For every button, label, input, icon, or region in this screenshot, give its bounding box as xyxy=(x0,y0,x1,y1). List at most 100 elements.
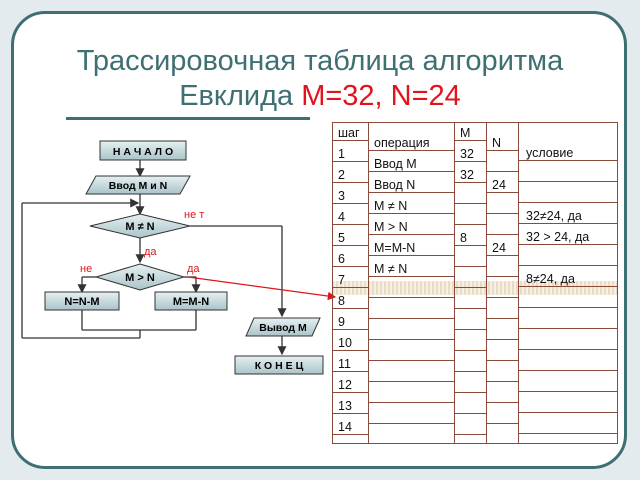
row-divider xyxy=(332,287,368,288)
row-divider xyxy=(486,150,518,151)
row-divider xyxy=(454,266,486,267)
row-divider xyxy=(518,370,618,371)
row-divider xyxy=(454,161,486,162)
row-divider xyxy=(454,371,486,372)
row-divider xyxy=(454,224,486,225)
column-header: операция xyxy=(374,136,430,150)
assign-m-label: M=M-N xyxy=(173,296,209,308)
row-divider xyxy=(518,223,618,224)
table-cell: 32 xyxy=(460,147,474,161)
row-divider xyxy=(486,171,518,172)
output-label: Вывод M xyxy=(259,322,307,334)
row-divider xyxy=(368,150,454,151)
row-divider xyxy=(332,413,368,414)
row-divider xyxy=(486,234,518,235)
row-divider xyxy=(368,402,454,403)
row-divider xyxy=(368,192,454,193)
row-divider xyxy=(454,308,486,309)
table-cell: M ≠ N xyxy=(374,199,408,213)
table-cell: 8 xyxy=(460,231,467,245)
row-divider xyxy=(518,307,618,308)
row-divider xyxy=(486,381,518,382)
table-cell: 14 xyxy=(338,420,352,434)
column-header: условие xyxy=(526,146,574,160)
table-cell: 8 xyxy=(338,294,345,308)
column-header: шаг xyxy=(338,126,360,140)
table-cell: Ввод N xyxy=(374,178,416,192)
trace-pointer-arrow xyxy=(187,276,337,301)
row-divider xyxy=(332,371,368,372)
table-cell: 8≠24, да xyxy=(526,272,575,286)
row-divider xyxy=(332,392,368,393)
assign-m-block xyxy=(154,291,228,311)
slide-title: Трассировочная таблица алгоритма Евклида… xyxy=(76,45,564,112)
table-cell: 13 xyxy=(338,399,352,413)
table-cell: 7 xyxy=(338,273,345,287)
table-cell: 32≠24, да xyxy=(526,209,582,223)
input-label: Ввод M и N xyxy=(109,180,167,192)
row-divider xyxy=(332,329,368,330)
row-divider xyxy=(486,423,518,424)
row-divider xyxy=(332,161,368,162)
table-cell: 4 xyxy=(338,210,345,224)
highlighted-row xyxy=(332,281,618,295)
table-cell: M > N xyxy=(374,220,408,234)
table-border xyxy=(332,443,618,444)
row-divider xyxy=(454,287,486,288)
row-divider xyxy=(518,328,618,329)
condition-m-gt-n xyxy=(94,263,186,291)
row-divider xyxy=(486,255,518,256)
end-block xyxy=(234,355,324,375)
table-cell: 11 xyxy=(338,357,351,371)
row-divider xyxy=(486,402,518,403)
start-block xyxy=(99,140,187,161)
column-header: N xyxy=(492,136,502,150)
table-cell: 10 xyxy=(338,336,352,350)
column-divider xyxy=(368,122,369,444)
assign-n-block xyxy=(44,291,120,311)
row-divider xyxy=(486,213,518,214)
flow-connectors xyxy=(21,160,287,356)
table-cell: 32 > 24, да xyxy=(526,230,590,244)
row-divider xyxy=(332,245,368,246)
row-divider xyxy=(368,297,454,298)
row-divider xyxy=(368,318,454,319)
row-divider xyxy=(486,192,518,193)
row-divider xyxy=(332,182,368,183)
table-cell: 6 xyxy=(338,252,345,266)
row-divider xyxy=(332,266,368,267)
table-cell: 9 xyxy=(338,315,345,329)
row-divider xyxy=(368,171,454,172)
condition-m-ne-n xyxy=(89,213,191,239)
row-divider xyxy=(454,413,486,414)
row-divider xyxy=(368,276,454,277)
row-divider xyxy=(486,318,518,319)
table-cell: M=M-N xyxy=(374,241,416,255)
column-divider xyxy=(486,122,487,444)
row-divider xyxy=(486,339,518,340)
row-divider xyxy=(518,412,618,413)
column-divider xyxy=(518,122,519,444)
row-divider xyxy=(332,203,368,204)
row-divider xyxy=(454,203,486,204)
input-block xyxy=(85,175,191,195)
row-divider xyxy=(518,181,618,182)
slide-frame xyxy=(11,11,627,469)
title-highlight: M=32, N=24 xyxy=(301,80,461,112)
row-divider xyxy=(454,350,486,351)
condition-m-ne-n-label: M ≠ N xyxy=(125,221,154,233)
row-divider xyxy=(518,160,618,161)
row-divider xyxy=(518,286,618,287)
row-divider xyxy=(454,329,486,330)
title-underline xyxy=(66,117,310,120)
row-divider xyxy=(518,391,618,392)
cond2-no-label: не xyxy=(80,263,92,275)
cond1-no-label: не т xyxy=(184,209,204,221)
column-header: M xyxy=(460,126,471,140)
table-cell: 3 xyxy=(338,189,345,203)
table-cell: M ≠ N xyxy=(374,262,408,276)
row-divider xyxy=(368,381,454,382)
output-block xyxy=(245,317,321,337)
